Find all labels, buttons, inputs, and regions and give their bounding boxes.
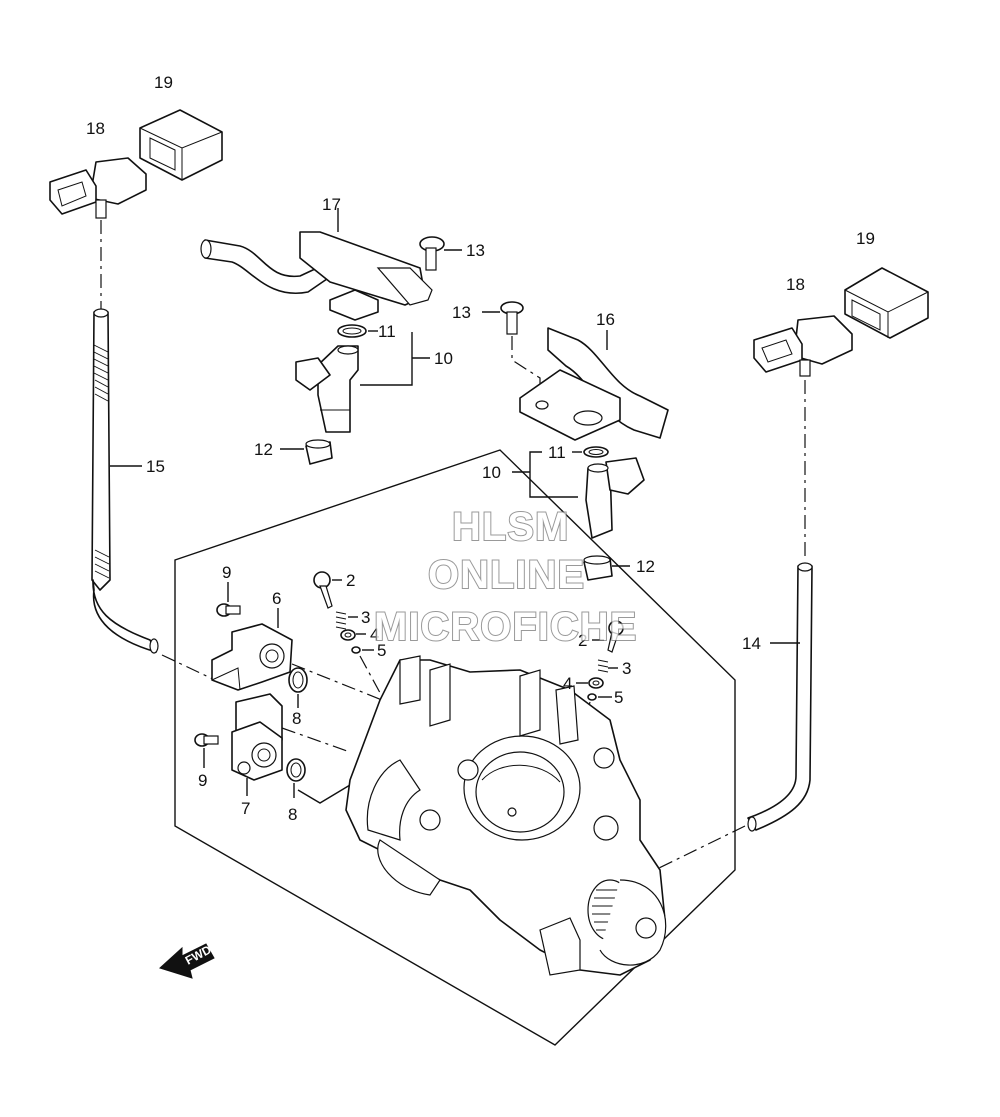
callout-9-upper: 9 [222, 563, 231, 582]
part-18-left-sensor[interactable] [49, 157, 147, 219]
fwd-direction-arrow: FWD [159, 942, 215, 979]
bracket-10b [529, 451, 578, 498]
watermark-line-1: HLSM [452, 505, 569, 549]
part-19-left-cap[interactable] [139, 109, 223, 181]
part-13-screw-mid[interactable] [500, 301, 524, 335]
callout-15: 15 [146, 457, 165, 476]
callout-18-right: 18 [786, 275, 805, 294]
part-7-map-sensor[interactable] [231, 693, 283, 781]
part-12-seal-right[interactable] [583, 555, 613, 581]
callout-3-left: 3 [361, 608, 370, 627]
callout-8-upper: 8 [292, 709, 301, 728]
callout-8-lower: 8 [288, 805, 297, 824]
callout-12-right: 12 [636, 557, 655, 576]
callout-9-lower: 9 [198, 771, 207, 790]
callout-18-left: 18 [86, 119, 105, 138]
part-14-vacuum-hose[interactable] [747, 562, 813, 832]
part-5-o-ring-b[interactable] [587, 693, 597, 701]
callout-5-right: 5 [614, 688, 623, 707]
part-3-spring-b[interactable] [597, 659, 609, 673]
leader-14-to-body [654, 825, 746, 871]
callout-4-right: 4 [563, 674, 572, 693]
part-16-fuel-pipe-right[interactable] [519, 327, 669, 441]
callout-17: 17 [322, 195, 341, 214]
part-15-vacuum-hose[interactable] [91, 308, 159, 654]
part-2-adjust-screw-a[interactable] [313, 571, 333, 609]
callout-11-top: 11 [378, 322, 396, 341]
part-6-throttle-position-sensor[interactable] [211, 623, 293, 691]
callout-2-left: 2 [346, 571, 355, 590]
callout-6: 6 [272, 589, 281, 608]
part-9-screw-upper[interactable] [216, 603, 241, 617]
part-2-adjust-screw-b[interactable] [607, 620, 624, 653]
part-8-o-ring-lower[interactable] [286, 758, 306, 782]
callout-14: 14 [742, 634, 761, 653]
callout-12-left: 12 [254, 440, 273, 459]
callout-19-right: 19 [856, 229, 875, 248]
part-13-screw-top[interactable] [419, 236, 445, 271]
part-19-right-cap[interactable] [844, 267, 929, 339]
watermark-line-3: MICROFICHE [374, 605, 637, 649]
leader-6-to-body [291, 663, 383, 701]
callout-10-right: 10 [482, 463, 501, 482]
callout-labels: 19 18 15 17 13 13 11 10 12 16 11 10 12 1… [86, 73, 875, 824]
callout-5-left: 5 [377, 641, 386, 660]
callout-16: 16 [596, 310, 615, 329]
callout-7: 7 [241, 799, 250, 818]
part-11-o-ring-right[interactable] [583, 446, 609, 458]
part-11-o-ring-top[interactable] [337, 324, 367, 338]
throttle-body-assembly-outline [174, 449, 736, 1046]
part-17-fuel-delivery-pipe[interactable] [200, 231, 433, 321]
callout-11-right: 11 [548, 443, 566, 462]
callout-10-top: 10 [434, 349, 453, 368]
callout-19-left: 19 [154, 73, 173, 92]
part-8-o-ring-upper[interactable] [288, 667, 308, 693]
part-12-seal-left[interactable] [305, 439, 333, 465]
part-9-screw-lower[interactable] [194, 733, 219, 747]
leader-8-to-body [297, 784, 351, 804]
part-4-washer-a[interactable] [340, 629, 356, 641]
watermark: HLSM ONLINE MICROFICHE [373, 504, 637, 650]
leader-7-to-body [281, 727, 351, 753]
part-10-fuel-injector-right[interactable] [585, 457, 645, 539]
callout-2-right: 2 [578, 631, 587, 650]
bracket-10a [360, 332, 413, 386]
part-4-washer-b[interactable] [588, 677, 604, 689]
part-5-o-ring-a[interactable] [351, 646, 361, 654]
part-18-right-sensor[interactable] [753, 315, 853, 377]
callout-13-top: 13 [466, 241, 485, 260]
part-1-throttle-body[interactable] [345, 655, 667, 976]
leader-15-to-body [161, 654, 216, 681]
callout-3-right: 3 [622, 659, 631, 678]
watermark-line-2: ONLINE [428, 553, 585, 597]
callout-4-left: 4 [370, 625, 379, 644]
part-3-spring-a[interactable] [335, 611, 347, 630]
part-10-fuel-injector-left[interactable] [295, 345, 359, 433]
callout-13-mid: 13 [452, 303, 471, 322]
